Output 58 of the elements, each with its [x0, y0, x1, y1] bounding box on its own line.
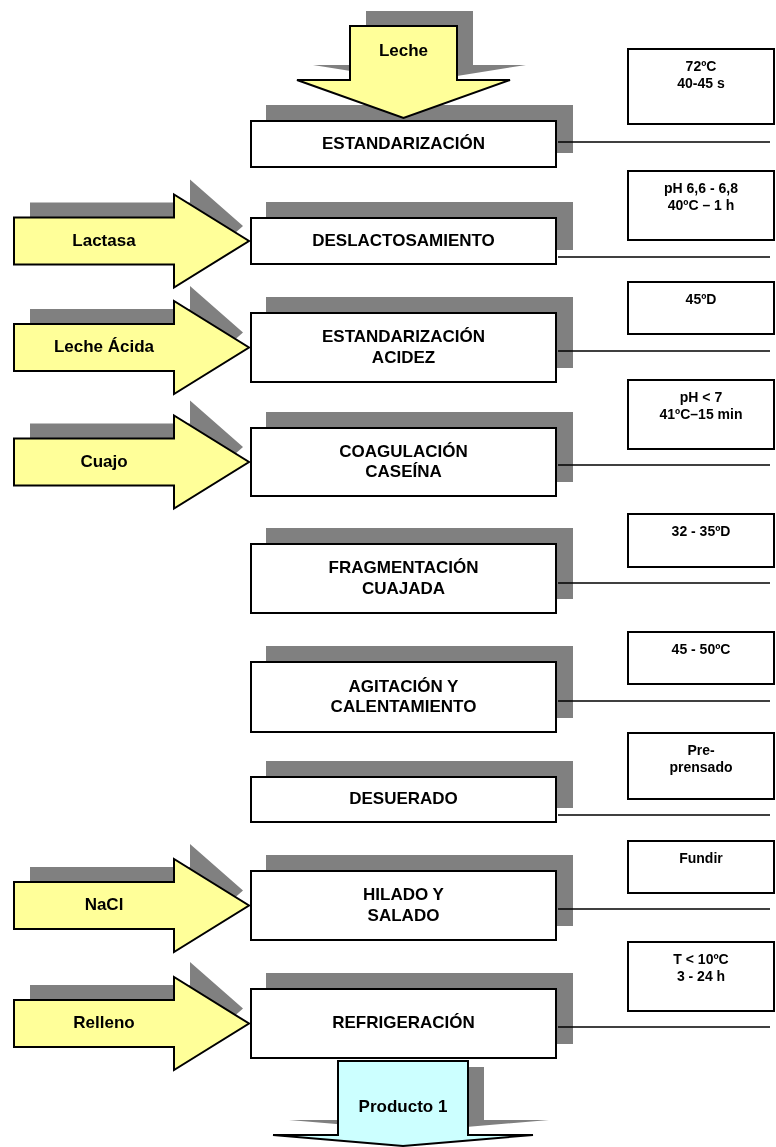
- step-label: AGITACIÓN Y CALENTAMIENTO: [329, 676, 478, 718]
- step-label: COAGULACIÓN CASEÍNA: [338, 441, 469, 483]
- process-box: [250, 988, 557, 1059]
- parameter-box: [627, 631, 775, 685]
- process-box: [250, 427, 557, 497]
- parameter-label: 45ºD: [685, 291, 717, 308]
- edge-label: Lactasa: [72, 230, 136, 252]
- edge-label: Cuajo: [80, 451, 128, 473]
- edge-label: Leche Ácida: [53, 337, 155, 358]
- parameter-label: T < 10ºC 3 - 24 h: [672, 951, 730, 985]
- connector-line: [557, 350, 771, 352]
- block-arrow: [13, 286, 251, 396]
- parameter-box: [627, 513, 775, 568]
- step-label: DESUERADO: [349, 789, 458, 810]
- connector-line: [557, 256, 771, 258]
- block-arrow: [13, 179, 251, 290]
- parameter-box: [627, 941, 775, 1012]
- process-box: [250, 120, 557, 168]
- parameter-label: pH 6,6 - 6,8 40ºC – 1 h: [663, 180, 739, 214]
- parameter-box: [627, 379, 775, 450]
- block-arrow: [296, 11, 526, 120]
- connector-line: [557, 814, 771, 816]
- step-label: REFRIGERACIÓN: [332, 1013, 475, 1034]
- parameter-label: 72ºC 40-45 s: [676, 58, 726, 92]
- parameter-label: Fundir: [679, 850, 723, 867]
- connector-line: [557, 700, 771, 702]
- connector-line: [557, 582, 771, 584]
- connector-line: [557, 141, 771, 143]
- connector-line: [557, 464, 771, 466]
- edge-label: Relleno: [73, 1013, 135, 1034]
- step-label: DESLACTOSAMIENTO: [312, 230, 495, 252]
- edge-label: Producto 1: [358, 1096, 448, 1118]
- parameter-box: [627, 840, 775, 894]
- parameter-box: [627, 48, 775, 125]
- parameter-box: [627, 281, 775, 335]
- process-box: [250, 661, 557, 733]
- block-arrow: [13, 962, 251, 1072]
- block-arrow: [13, 400, 251, 511]
- process-box: [250, 870, 557, 941]
- connector-line: [557, 1026, 771, 1028]
- parameter-box: [627, 170, 775, 241]
- block-arrow: [13, 844, 251, 954]
- parameter-label: pH < 7 41ºC–15 min: [659, 389, 743, 423]
- connector-line: [557, 908, 771, 910]
- process-box: [250, 543, 557, 614]
- step-label: FRAGMENTACIÓN CUAJADA: [327, 558, 480, 599]
- process-box: [250, 776, 557, 823]
- step-label: ESTANDARIZACIÓN: [321, 133, 486, 155]
- process-box: [250, 312, 557, 383]
- edge-label: NaCl: [84, 895, 124, 916]
- process-box: [250, 217, 557, 265]
- parameter-box: [627, 732, 775, 800]
- parameter-label: Pre-prensado: [668, 742, 734, 776]
- parameter-label: 45 - 50ºC: [671, 641, 731, 658]
- step-label: HILADO Y SALADO: [362, 885, 445, 926]
- step-label: ESTANDARIZACIÓN ACIDEZ: [320, 327, 487, 368]
- parameter-label: 32 - 35ºD: [671, 523, 731, 540]
- edge-label: Leche: [378, 40, 429, 62]
